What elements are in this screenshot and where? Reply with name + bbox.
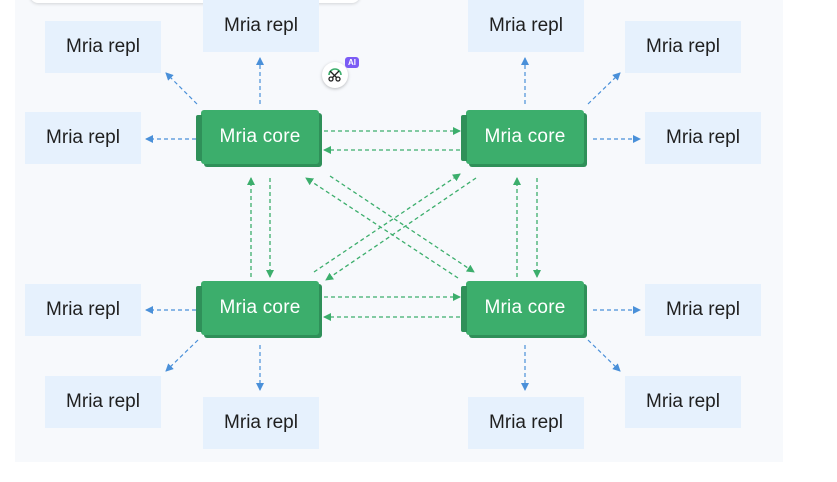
repl-node-tl-diag[interactable]: Mria repl bbox=[45, 21, 161, 73]
link-tl-to-repl-diag bbox=[165, 72, 198, 105]
repl-label: Mria repl bbox=[646, 391, 720, 412]
link-core-br-to-tl bbox=[305, 177, 459, 279]
scissors-icon bbox=[328, 68, 342, 82]
repl-node-br-right[interactable]: Mria repl bbox=[645, 284, 761, 336]
repl-node-tr-diag[interactable]: Mria repl bbox=[625, 21, 741, 73]
link-core-bl-to-tr bbox=[313, 173, 461, 273]
repl-node-tr-right[interactable]: Mria repl bbox=[645, 112, 761, 164]
repl-node-br-bottom[interactable]: Mria repl bbox=[468, 397, 584, 449]
repl-node-tl-top[interactable]: Mria repl bbox=[203, 0, 319, 52]
core-node-top-right[interactable]: Mria core bbox=[461, 110, 584, 164]
repl-label: Mria repl bbox=[666, 299, 740, 320]
repl-label: Mria repl bbox=[489, 15, 563, 36]
core-label: Mria core bbox=[219, 297, 301, 318]
core-node-bottom-left[interactable]: Mria core bbox=[196, 281, 319, 335]
link-br-to-repl-diag bbox=[587, 339, 621, 372]
repl-node-bl-left[interactable]: Mria repl bbox=[25, 284, 141, 336]
card-edge bbox=[30, 0, 360, 3]
repl-label: Mria repl bbox=[46, 127, 120, 148]
repl-label: Mria repl bbox=[666, 127, 740, 148]
link-tr-to-repl-diag bbox=[587, 72, 621, 105]
repl-label: Mria repl bbox=[224, 412, 298, 433]
repl-node-tr-top[interactable]: Mria repl bbox=[468, 0, 584, 52]
repl-node-bl-diag[interactable]: Mria repl bbox=[45, 376, 161, 428]
repl-label: Mria repl bbox=[66, 36, 140, 57]
core-label: Mria core bbox=[484, 126, 566, 147]
repl-node-bl-bottom[interactable]: Mria repl bbox=[203, 397, 319, 449]
repl-label: Mria repl bbox=[489, 412, 563, 433]
repl-node-br-diag[interactable]: Mria repl bbox=[625, 376, 741, 428]
link-core-tl-to-br bbox=[329, 175, 475, 273]
repl-label: Mria repl bbox=[646, 36, 720, 57]
ai-badge: AI bbox=[345, 57, 359, 68]
repl-label: Mria repl bbox=[46, 299, 120, 320]
link-bl-to-repl-diag bbox=[165, 339, 199, 372]
repl-node-tl-left[interactable]: Mria repl bbox=[25, 112, 141, 164]
core-node-bottom-right[interactable]: Mria core bbox=[461, 281, 584, 335]
ai-scissors-button[interactable] bbox=[322, 62, 348, 88]
repl-label: Mria repl bbox=[66, 391, 140, 412]
link-core-tr-to-bl bbox=[325, 177, 477, 281]
core-node-top-left[interactable]: Mria core bbox=[196, 110, 319, 164]
core-label: Mria core bbox=[484, 297, 566, 318]
core-label: Mria core bbox=[219, 126, 301, 147]
repl-label: Mria repl bbox=[224, 15, 298, 36]
